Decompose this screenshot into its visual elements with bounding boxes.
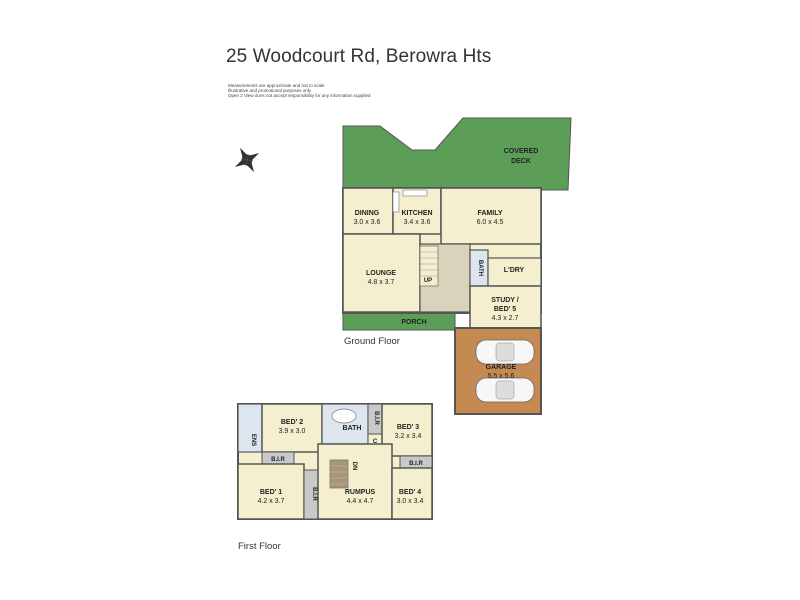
- ensuite-label: ENS: [250, 434, 256, 446]
- bedroom-1: [237, 463, 305, 520]
- bedroom-4: [391, 467, 433, 520]
- dining-dims: 3.0 x 3.6: [354, 219, 381, 226]
- family-room: [440, 187, 542, 245]
- kitchen-label: KITCHEN: [401, 210, 432, 217]
- study-dims: 4.3 x 2.7: [492, 315, 519, 322]
- lounge-dims: 4.8 x 3.7: [368, 279, 395, 286]
- bed1-label: BED' 1: [260, 489, 282, 496]
- disclaimer-line-1: Measurements are approximate and not to …: [228, 83, 325, 88]
- ground-floor-label: Ground Floor: [344, 336, 400, 347]
- porch-label: PORCH: [401, 319, 426, 326]
- covered-deck-label-2: DECK: [511, 158, 531, 165]
- bed2-label: BED' 2: [281, 419, 303, 426]
- compass-icon: [234, 147, 260, 173]
- study-label-1: STUDY /: [491, 297, 519, 304]
- stair-up-label: UP: [424, 278, 432, 284]
- study-bed5: [469, 285, 542, 329]
- first-bath-label: BATH: [343, 425, 362, 432]
- disclaimer-line-2: Illustrative and promotional purposes on…: [228, 88, 312, 93]
- bed4-label: BED' 4: [399, 489, 421, 496]
- bed1-dims: 4.2 x 3.7: [258, 498, 285, 505]
- family-label: FAMILY: [477, 210, 502, 217]
- disclaimer-line-3: Open 2 View does not accept responsibili…: [228, 93, 371, 98]
- bed2-dims: 3.9 x 3.0: [279, 428, 306, 435]
- cupboard-label: C: [373, 439, 378, 445]
- first-floor-label: First Floor: [238, 541, 281, 552]
- rumpus: [317, 443, 393, 520]
- kitchen-dims: 3.4 x 3.6: [404, 219, 431, 226]
- car-icon: [475, 377, 535, 403]
- family-dims: 6.0 x 4.5: [477, 219, 504, 226]
- bir-right-label: B.I.R: [409, 461, 423, 467]
- bedroom-2: [261, 403, 323, 453]
- garage-dims: 5.5 x 5.6: [488, 373, 515, 380]
- bir-mid-label: B.I.R: [311, 487, 317, 501]
- bed3-dims: 3.2 x 3.4: [395, 433, 422, 440]
- car-icon: [475, 339, 535, 365]
- dining-label: DINING: [355, 210, 380, 217]
- ensuite: [237, 403, 263, 453]
- first-staircase: [329, 459, 349, 489]
- ground-bath-label: BATH: [477, 260, 483, 276]
- garage-label: GARAGE: [486, 364, 517, 371]
- bed3-label: BED' 3: [397, 424, 419, 431]
- lounge: [342, 233, 421, 313]
- bir-top-label: B.I.R: [373, 411, 379, 425]
- stair-down-label: DN: [351, 462, 357, 471]
- laundry-label: L'DRY: [504, 267, 525, 274]
- laundry: [487, 257, 542, 287]
- lounge-label: LOUNGE: [366, 270, 396, 277]
- rumpus-label: RUMPUS: [345, 489, 376, 496]
- covered-deck-label-1: COVERED: [504, 148, 539, 155]
- study-label-2: BED' 5: [494, 306, 516, 313]
- page-title: 25 Woodcourt Rd, Berowra Hts: [226, 46, 492, 67]
- bed4-dims: 3.0 x 3.4: [397, 498, 424, 505]
- bir-left-label: B.I.R: [271, 457, 285, 463]
- rumpus-dims: 4.4 x 4.7: [347, 498, 374, 505]
